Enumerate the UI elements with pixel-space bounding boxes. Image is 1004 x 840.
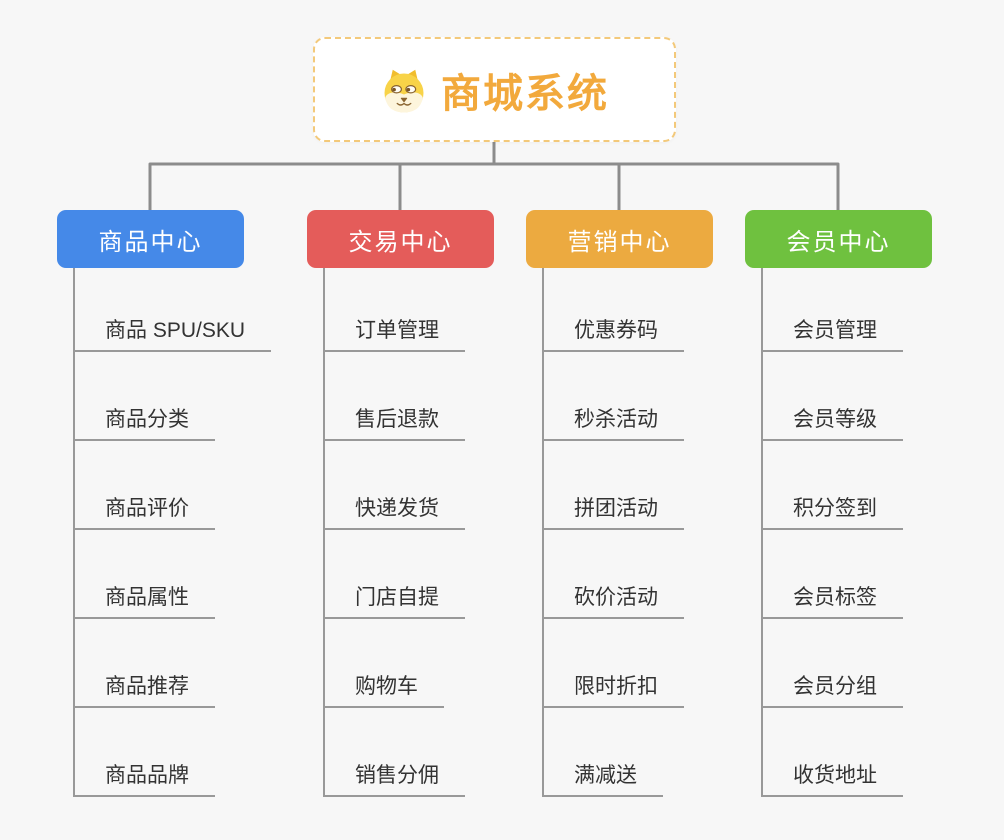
- leaf-node[interactable]: 销售分佣: [325, 708, 567, 797]
- branch-node-marketing-center[interactable]: 营销中心: [526, 210, 713, 268]
- leaf-label: 购物车: [325, 674, 444, 708]
- branch-items-marketing: 优惠券码 秒杀活动 拼团活动 砍价活动 限时折扣 满减送: [542, 268, 786, 797]
- root-title: 商城系统: [441, 71, 609, 116]
- leaf-node[interactable]: 售后退款: [325, 352, 567, 441]
- leaf-node[interactable]: 优惠券码: [544, 268, 786, 352]
- leaf-node[interactable]: 商品属性: [75, 530, 317, 619]
- leaf-label: 销售分佣: [325, 763, 465, 797]
- leaf-label: 商品分类: [75, 407, 215, 441]
- leaf-label: 门店自提: [325, 585, 465, 619]
- leaf-node[interactable]: 满减送: [544, 708, 786, 797]
- root-node[interactable]: 商城系统: [313, 37, 676, 142]
- leaf-label: 商品属性: [75, 585, 215, 619]
- leaf-node[interactable]: 商品 SPU/SKU: [75, 268, 317, 352]
- leaf-node[interactable]: 订单管理: [325, 268, 567, 352]
- leaf-label: 商品 SPU/SKU: [75, 318, 272, 352]
- leaf-label: 会员等级: [763, 407, 903, 441]
- leaf-node[interactable]: 商品分类: [75, 352, 317, 441]
- branch-node-member-center[interactable]: 会员中心: [745, 210, 932, 268]
- branch-items-product: 商品 SPU/SKU 商品分类 商品评价 商品属性 商品推荐 商品品牌: [73, 268, 317, 797]
- leaf-node[interactable]: 砍价活动: [544, 530, 786, 619]
- leaf-node[interactable]: 限时折扣: [544, 619, 786, 708]
- branch-items-trade: 订单管理 售后退款 快递发货 门店自提 购物车 销售分佣: [323, 268, 567, 797]
- leaf-label: 商品品牌: [75, 763, 215, 797]
- leaf-label: 砍价活动: [544, 585, 684, 619]
- leaf-node[interactable]: 门店自提: [325, 530, 567, 619]
- branch-column-trade: 交易中心 订单管理 售后退款 快递发货 门店自提 购物车 销售分佣: [307, 210, 567, 797]
- leaf-node[interactable]: 会员管理: [763, 268, 1004, 352]
- leaf-node[interactable]: 快递发货: [325, 441, 567, 530]
- branch-column-product: 商品中心 商品 SPU/SKU 商品分类 商品评价 商品属性 商品推荐 商品品牌: [57, 210, 317, 797]
- leaf-label: 商品评价: [75, 496, 215, 530]
- leaf-node[interactable]: 商品评价: [75, 441, 317, 530]
- leaf-label: 售后退款: [325, 407, 465, 441]
- doge-face-icon: [380, 66, 428, 114]
- leaf-label: 收货地址: [763, 763, 903, 797]
- leaf-label: 订单管理: [325, 318, 465, 352]
- leaf-label: 拼团活动: [544, 496, 684, 530]
- leaf-node[interactable]: 会员等级: [763, 352, 1004, 441]
- branch-node-product-center[interactable]: 商品中心: [57, 210, 244, 268]
- leaf-label: 优惠券码: [544, 318, 684, 352]
- leaf-label: 会员分组: [763, 674, 903, 708]
- branch-column-member: 会员中心 会员管理 会员等级 积分签到 会员标签 会员分组 收货地址: [745, 210, 1004, 797]
- leaf-label: 秒杀活动: [544, 407, 684, 441]
- leaf-label: 限时折扣: [544, 674, 684, 708]
- leaf-node[interactable]: 会员分组: [763, 619, 1004, 708]
- leaf-node[interactable]: 秒杀活动: [544, 352, 786, 441]
- branch-node-trade-center[interactable]: 交易中心: [307, 210, 494, 268]
- leaf-node[interactable]: 商品推荐: [75, 619, 317, 708]
- leaf-label: 积分签到: [763, 496, 903, 530]
- leaf-label: 快递发货: [325, 496, 465, 530]
- leaf-node[interactable]: 购物车: [325, 619, 567, 708]
- leaf-node[interactable]: 收货地址: [763, 708, 1004, 797]
- branch-items-member: 会员管理 会员等级 积分签到 会员标签 会员分组 收货地址: [761, 268, 1004, 797]
- leaf-node[interactable]: 会员标签: [763, 530, 1004, 619]
- leaf-node[interactable]: 积分签到: [763, 441, 1004, 530]
- leaf-node[interactable]: 拼团活动: [544, 441, 786, 530]
- leaf-label: 会员管理: [763, 318, 903, 352]
- leaf-label: 会员标签: [763, 585, 903, 619]
- leaf-label: 满减送: [544, 763, 663, 797]
- leaf-node[interactable]: 商品品牌: [75, 708, 317, 797]
- branch-column-marketing: 营销中心 优惠券码 秒杀活动 拼团活动 砍价活动 限时折扣 满减送: [526, 210, 786, 797]
- leaf-label: 商品推荐: [75, 674, 215, 708]
